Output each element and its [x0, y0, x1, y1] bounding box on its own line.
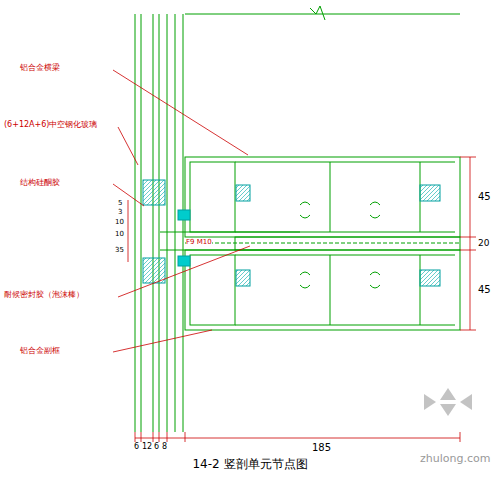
watermark: zhulong.com: [420, 453, 490, 466]
dimension-text: 185: [312, 442, 331, 454]
watermark-logo: [424, 388, 472, 416]
glass-layers: [135, 6, 460, 432]
leader-lines: [113, 70, 250, 352]
dimension-text: 8: [162, 442, 167, 451]
callout-text: 铝合金副框: [20, 346, 60, 355]
dimension-lines: [128, 157, 476, 442]
dimension-text: 45: [478, 191, 491, 203]
bolt-mark: F9 M10: [186, 238, 212, 246]
dimension-text: 10: [115, 230, 124, 238]
dimension-text: 6: [134, 442, 139, 451]
dimension-text: 5: [118, 199, 122, 207]
callout-text: 结构硅酮胶: [20, 178, 60, 187]
dimension-text: 45: [478, 284, 491, 296]
dimension-text: 35: [115, 246, 124, 254]
callout-text: 耐候密封胶（泡沫棒）: [4, 290, 84, 299]
callout-text: (6+12A+6)中空钢化玻璃: [4, 120, 97, 129]
callout-text: 铝合金横梁: [20, 63, 60, 72]
dimension-text: 20: [478, 238, 489, 248]
dimension-text: 10: [115, 218, 124, 226]
transom-profiles: [185, 157, 460, 330]
dimension-text: 6: [154, 442, 159, 451]
dimension-text: 3: [118, 208, 122, 216]
dimension-text: 12: [142, 442, 152, 451]
drawing-caption: 14-2 竖剖单元节点图: [0, 458, 500, 472]
